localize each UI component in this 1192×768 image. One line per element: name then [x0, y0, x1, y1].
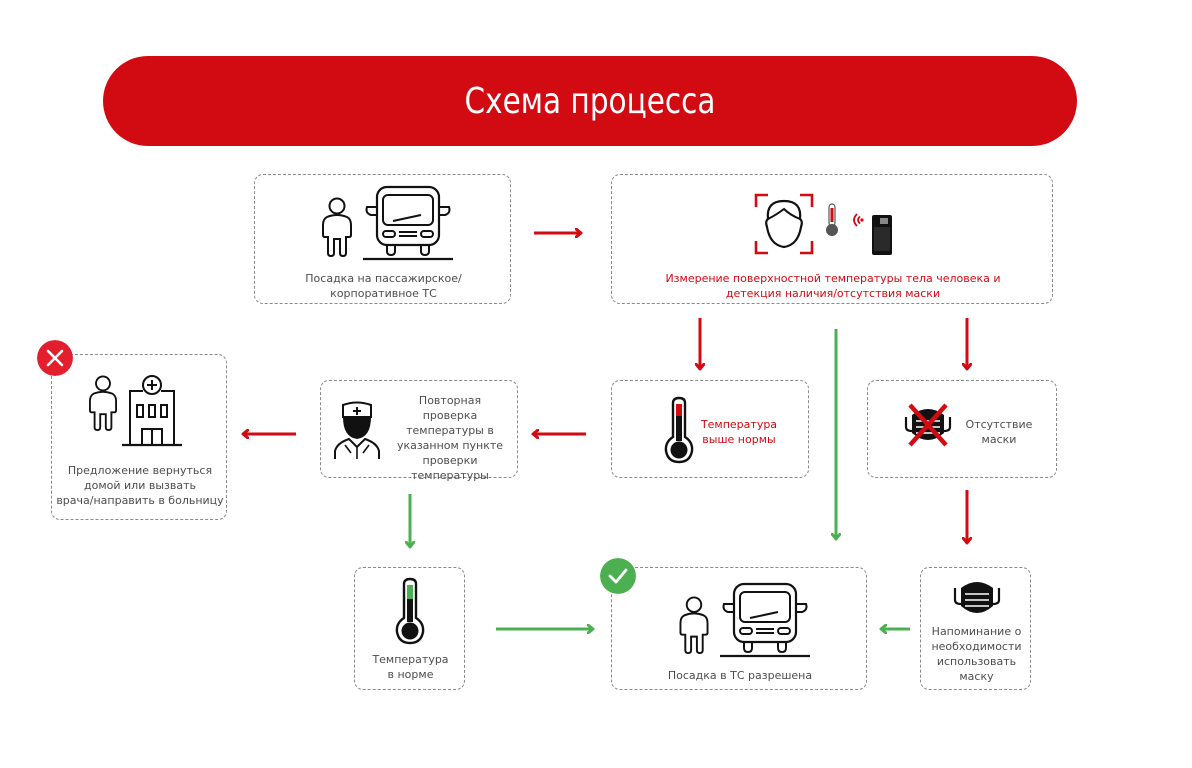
- mask-icon: [953, 582, 1001, 613]
- step-boarding-allowed: Посадка в ТС разрешена: [611, 567, 867, 690]
- person-icon: [322, 197, 352, 258]
- page-title: Схема процесса: [464, 80, 716, 122]
- step-no-mask-label: Отсутствие маски: [965, 418, 1033, 446]
- step-recheck: Повторная проверка температуры в указанн…: [320, 380, 518, 482]
- step-mask-reminder: Напоминание о необходимости использовать…: [920, 567, 1031, 690]
- thermometer-normal-icon: [395, 577, 425, 645]
- hospital-icon: [122, 375, 182, 447]
- doctor-icon: [334, 401, 380, 459]
- wireless-signal-icon: [853, 213, 864, 227]
- step-temp-normal-label: Температура в норме: [372, 653, 449, 681]
- step-temp-high: Температура выше нормы: [611, 380, 809, 478]
- step-recheck-label: Повторная проверка температуры в указанн…: [396, 394, 504, 482]
- approve-check-icon: [600, 558, 636, 594]
- bus-icon: [720, 582, 810, 658]
- step-go-home: Предложение вернуться домой или вызвать …: [51, 354, 227, 520]
- crossed-mask-icon: [904, 403, 952, 447]
- step-mask-reminder-label: Напоминание о необходимости использовать…: [931, 625, 1022, 683]
- face-scan-icon: [754, 193, 814, 255]
- terminal-device-icon: [872, 215, 892, 255]
- step-temp-high-label: Температура выше нормы: [700, 418, 778, 446]
- step-measurement-label: Измерение поверхностной температуры тела…: [665, 272, 1001, 300]
- person-icon: [89, 375, 117, 432]
- person-icon: [679, 596, 709, 655]
- thermometer-high-icon: [664, 396, 694, 464]
- title-banner: Схема процесса: [103, 56, 1077, 146]
- step-temp-normal: Температура в норме: [354, 567, 465, 690]
- step-measurement: Измерение поверхностной температуры тела…: [611, 174, 1053, 304]
- thermometer-icon: [826, 203, 838, 236]
- reject-x-icon: [37, 340, 73, 376]
- step-boarding-label: Посадка на пассажирское/ корпоративное Т…: [305, 272, 462, 300]
- bus-icon: [363, 185, 453, 261]
- step-go-home-label: Предложение вернуться домой или вызвать …: [56, 464, 224, 507]
- step-boarding: Посадка на пассажирское/ корпоративное Т…: [254, 174, 511, 304]
- step-no-mask: Отсутствие маски: [867, 380, 1057, 478]
- step-boarding-allowed-label: Посадка в ТС разрешена: [667, 669, 813, 682]
